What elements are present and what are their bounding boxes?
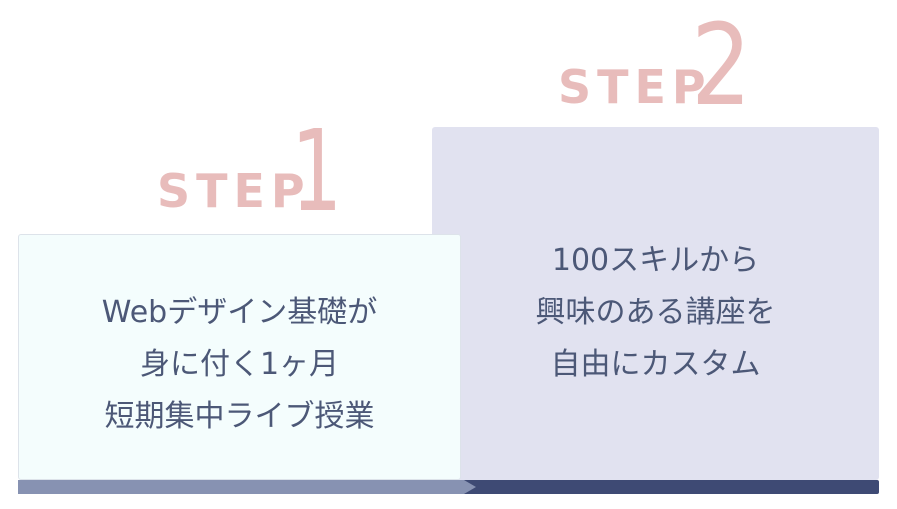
- progress-bar-step1-segment: [18, 480, 476, 494]
- step1-line-2: 身に付く1ヶ月: [139, 347, 340, 382]
- step1-description: Webデザイン基礎が 身に付く1ヶ月 短期集中ライブ授業: [19, 287, 460, 443]
- step2-line-1: 100スキルから: [551, 243, 760, 278]
- step1-line-1: Webデザイン基礎が: [101, 295, 378, 330]
- step1-card: Webデザイン基礎が 身に付く1ヶ月 短期集中ライブ授業: [18, 234, 461, 480]
- step1-word: STEP: [157, 164, 311, 218]
- step2-number: 2: [691, 1, 752, 131]
- step1-number: 1: [291, 107, 343, 237]
- step2-heading: STEP 2: [558, 10, 768, 122]
- step2-line-3: 自由にカスタム: [550, 347, 761, 382]
- step1-arrow-shape: [18, 480, 476, 494]
- step2-line-2: 興味のある講座を: [535, 295, 776, 330]
- step2-description: 100スキルから 興味のある講座を 自由にカスタム: [432, 235, 879, 391]
- step1-line-3: 短期集中ライブ授業: [104, 399, 375, 434]
- step2-word: STEP: [558, 60, 712, 114]
- step2-card: 100スキルから 興味のある講座を 自由にカスタム: [432, 127, 879, 480]
- step1-heading: STEP 1: [157, 116, 357, 228]
